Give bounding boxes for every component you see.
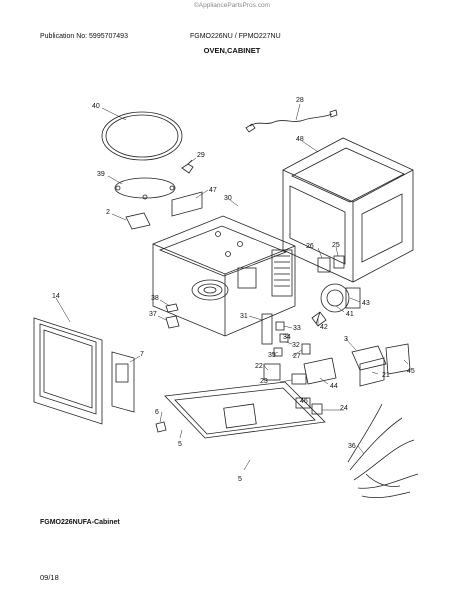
- callout-33: 33: [293, 325, 301, 332]
- coupler: [181, 163, 194, 174]
- callout-28: 28: [296, 97, 304, 104]
- callout-44: 44: [330, 383, 338, 390]
- callout-14: 14: [52, 293, 60, 300]
- transformer-shield: [385, 343, 411, 375]
- foot: [155, 421, 167, 433]
- callout-21: 21: [382, 372, 390, 379]
- callout-3: 3: [344, 336, 348, 343]
- callout-36: 36: [348, 443, 356, 450]
- callout-46: 46: [300, 398, 308, 405]
- noise-filter: [311, 403, 323, 415]
- latch-spring: [165, 315, 180, 329]
- callout-42: 42: [320, 324, 328, 331]
- roller-ring: [114, 177, 176, 199]
- callout-2: 2: [106, 209, 110, 216]
- callout-43: 43: [362, 300, 370, 307]
- callout-39: 39: [97, 171, 105, 178]
- door-latch: [165, 303, 179, 313]
- section-title: OVEN,CABINET: [203, 46, 261, 55]
- callout-27: 27: [293, 353, 301, 360]
- callout-24: 24: [340, 405, 348, 412]
- callout-29: 29: [197, 152, 205, 159]
- watermark-text: ©AppliancePartsPros.com: [194, 2, 270, 9]
- callout-35: 35: [268, 352, 276, 359]
- model-numbers: FGMO226NU / FPMO227NU: [190, 33, 281, 40]
- magnetron: [303, 357, 337, 385]
- callout-6: 6: [155, 409, 159, 416]
- callout-23: 23: [260, 378, 268, 385]
- interlock-switch-bracket: [261, 313, 273, 345]
- base-plate: [164, 381, 326, 439]
- callout-32: 32: [292, 342, 300, 349]
- hv-capacitor: [263, 363, 281, 381]
- callout-40: 40: [92, 103, 100, 110]
- oven-cavity-body: [152, 215, 296, 337]
- fuse-holder: [333, 255, 345, 269]
- callout-38: 38: [151, 295, 159, 302]
- callout-5b: 5: [238, 476, 242, 483]
- waveguide-cover: [171, 191, 203, 217]
- callout-30: 30: [224, 195, 232, 202]
- callout-37: 37: [149, 311, 157, 318]
- high-voltage-transformer: [351, 345, 387, 387]
- power-cord: [249, 113, 333, 127]
- wire-harness: [347, 403, 419, 499]
- publication-number: Publication No: 5995707493: [40, 33, 128, 40]
- revision-date: 09/18: [40, 573, 59, 582]
- outer-cabinet: [282, 137, 414, 283]
- callout-41: 41: [346, 311, 354, 318]
- callout-22: 22: [255, 363, 263, 370]
- callout-47: 47: [209, 187, 217, 194]
- cover-plate: [125, 212, 151, 230]
- callout-31: 31: [240, 313, 248, 320]
- callout-34: 34: [283, 334, 291, 341]
- hv-diode: [291, 373, 307, 385]
- callout-26: 26: [306, 243, 314, 250]
- callout-45: 45: [407, 368, 415, 375]
- callout-48: 48: [296, 136, 304, 143]
- callout-25: 25: [332, 242, 340, 249]
- door-assembly: [33, 317, 103, 425]
- callout-7: 7: [140, 351, 144, 358]
- turntable-tray: [101, 111, 183, 161]
- callout-5: 5: [178, 441, 182, 448]
- fan-motor: [320, 283, 361, 313]
- control-panel: [111, 351, 135, 413]
- thermal-cutout: [317, 257, 331, 273]
- diagram-caption: FGMO226NUFA-Cabinet: [40, 519, 120, 526]
